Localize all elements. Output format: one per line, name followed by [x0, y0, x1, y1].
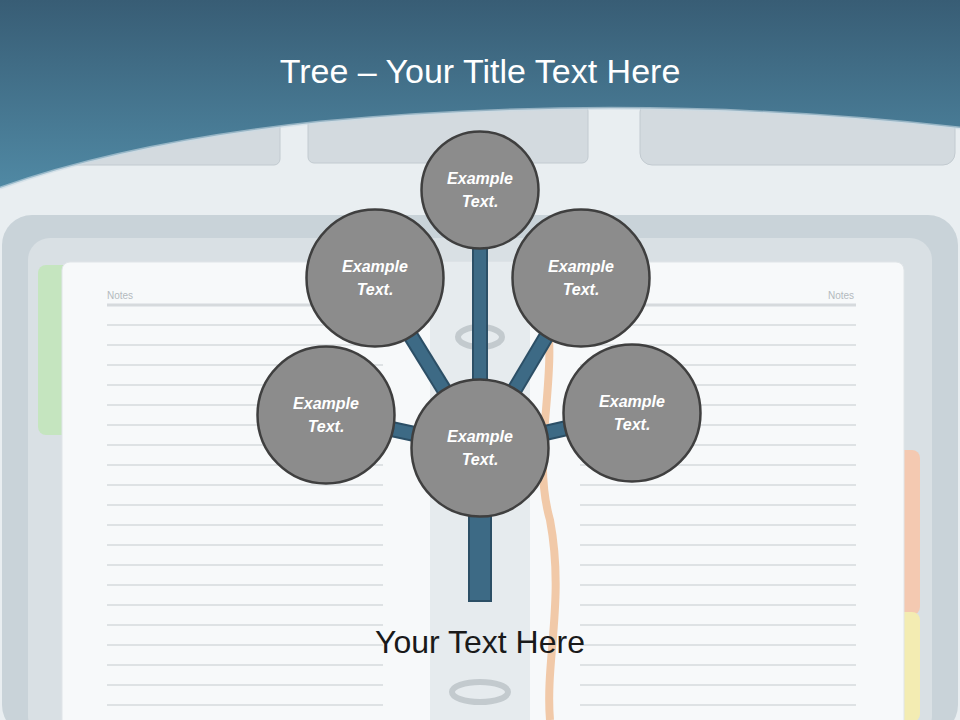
branch-circle: Example Text.	[410, 378, 550, 518]
text-wrap: Example Text.	[323, 255, 428, 301]
slide-title: Tree – Your Title Text Here	[0, 52, 960, 91]
circle-text: Example Text.	[435, 167, 525, 213]
circle-text: Example Text.	[428, 425, 533, 471]
branch-circle: Example Text.	[305, 208, 445, 348]
circle-outline	[256, 345, 396, 485]
page-label: Notes	[828, 290, 854, 301]
circle-text: Example Text.	[323, 255, 428, 301]
tree-branch	[480, 244, 481, 384]
branch-circle: Example Text.	[562, 343, 702, 483]
circle-outline	[562, 343, 702, 483]
circle-text: Example Text.	[580, 390, 685, 436]
text-wrap: Example Text.	[529, 255, 634, 301]
tree-branch	[409, 332, 447, 393]
text-wrap: Example Text.	[435, 167, 525, 213]
branch-circle: Example Text.	[256, 345, 396, 485]
page-label: Notes	[107, 290, 133, 301]
tree-branch	[513, 333, 549, 393]
circle-outline	[305, 208, 445, 348]
circle-outline	[410, 378, 550, 518]
text-wrap: Example Text.	[274, 392, 379, 438]
circle-text: Example Text.	[529, 255, 634, 301]
text-wrap: Example Text.	[428, 425, 533, 471]
circle-outline	[420, 130, 540, 250]
circle-outline	[511, 208, 651, 348]
text-wrap: Example Text.	[580, 390, 685, 436]
circle-text: Example Text.	[274, 392, 379, 438]
branch-circle: Example Text.	[511, 208, 651, 348]
slide-caption: Your Text Here	[0, 624, 960, 661]
branch-circle: Example Text.	[420, 130, 540, 250]
